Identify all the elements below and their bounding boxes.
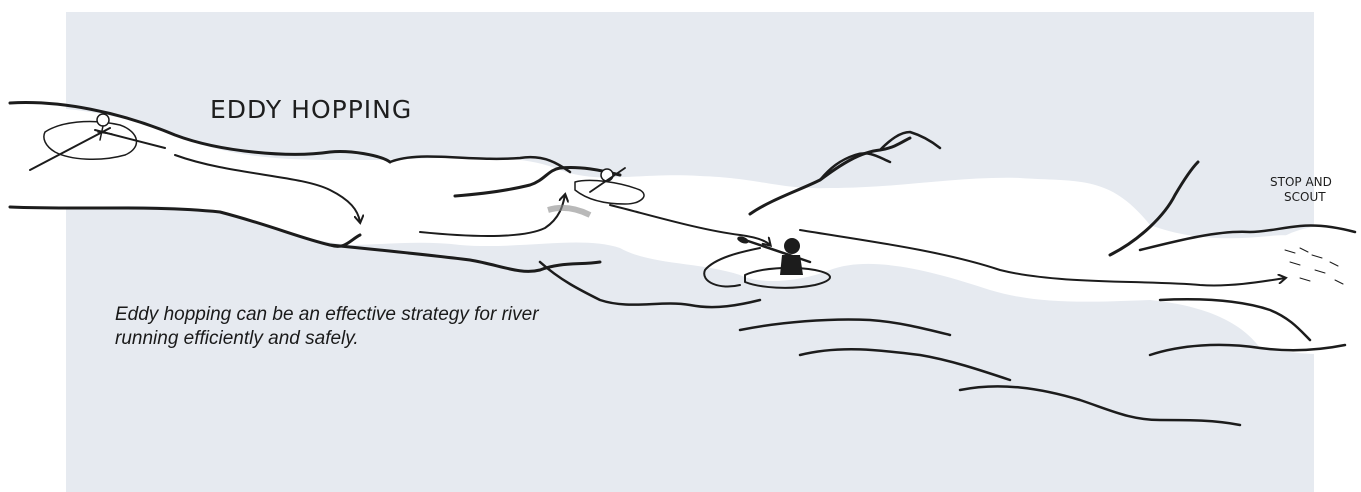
scout-label-line2: SCOUT [1284,190,1326,204]
diagram-title: EDDY HOPPING [210,95,412,124]
diagram-caption: Eddy hopping can be an effective strateg… [115,303,545,351]
scout-label-line1: STOP AND [1270,175,1332,189]
